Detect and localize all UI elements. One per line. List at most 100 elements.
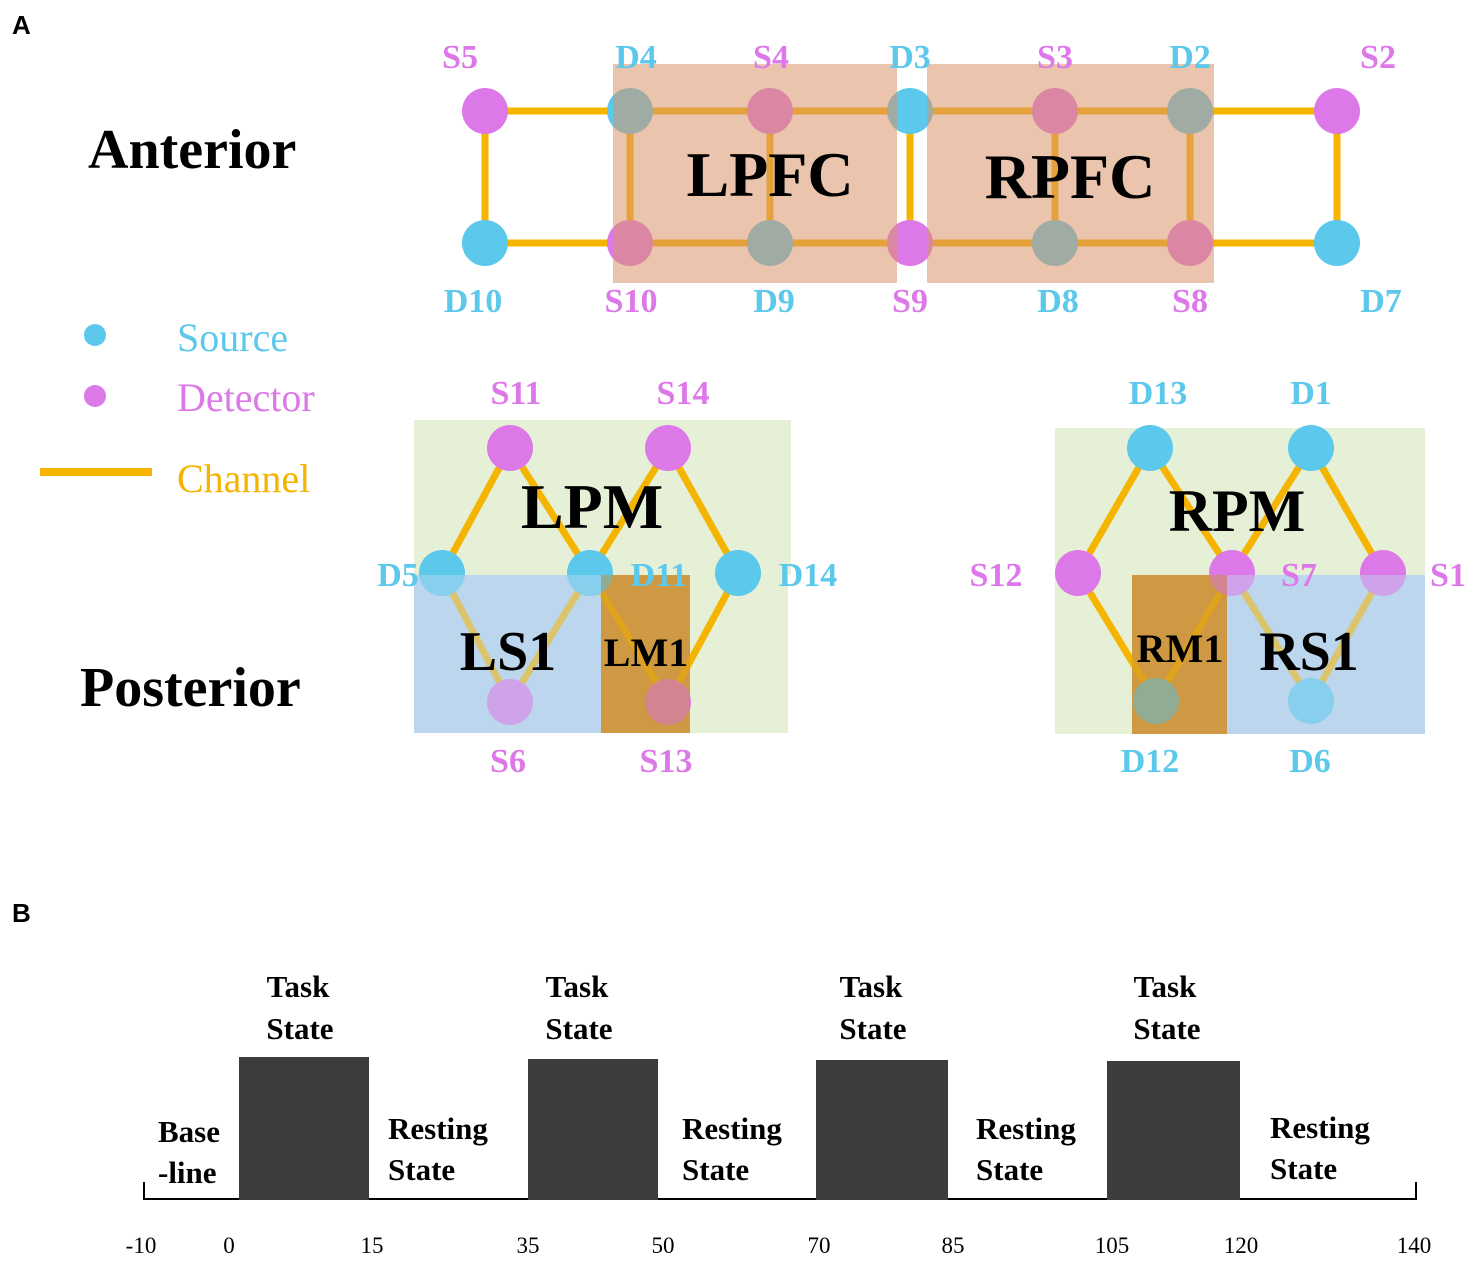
optode-label-S14: S14: [657, 375, 710, 412]
region-ls1-overlay: [414, 575, 601, 733]
channel: [438, 446, 514, 575]
optode-label-S4: S4: [753, 39, 789, 76]
channel: [1229, 571, 1314, 703]
task-block: [528, 1059, 658, 1200]
region-ls1-label: LS1: [460, 621, 557, 683]
tick-label: 105: [1095, 1233, 1130, 1258]
legend-detector-marker: [84, 385, 106, 407]
optode-D10: [462, 220, 508, 266]
optode-label-S8: S8: [1172, 283, 1208, 320]
task-state-label-line1: Task: [267, 969, 330, 1004]
optode-D14: [715, 550, 761, 596]
resting-state-label-line2: State: [976, 1152, 1043, 1187]
posterior-left-montage: LPM LS1 LM1 S11 S14 D5 D11 D14 S6 S13: [377, 375, 837, 780]
legend-source-marker: [84, 324, 106, 346]
optode-S6: [487, 679, 533, 725]
task-state-label-line1: Task: [546, 969, 609, 1004]
optode-D6: [1288, 678, 1334, 724]
optode-label-D2: D2: [1169, 39, 1211, 76]
anterior-optode-labels: S5 D4 S4 D3 S3 D2 S2 D10 S10 D9 S9 D8 S8…: [442, 39, 1402, 320]
optode-label-D12: D12: [1121, 743, 1180, 780]
region-rm1-overlay: [1132, 575, 1227, 734]
task-block: [816, 1060, 948, 1200]
resting-state-label-line1: Resting: [388, 1111, 488, 1146]
tick-label: 50: [652, 1233, 675, 1258]
optode-S2: [1314, 88, 1360, 134]
channel: [587, 446, 671, 575]
optode-D13: [1127, 425, 1173, 471]
optode-label-D9: D9: [753, 283, 795, 320]
region-lm1-label: LM1: [604, 630, 688, 675]
task-block: [239, 1057, 369, 1200]
task-state-label-line2: State: [266, 1011, 333, 1046]
task-state-label-line1: Task: [840, 969, 903, 1004]
optode-D3: [887, 88, 933, 134]
optode-S14: [645, 425, 691, 471]
optode-label-D3: D3: [889, 39, 931, 76]
tick-label: -10: [126, 1233, 157, 1258]
optode-label-D8: D8: [1037, 283, 1079, 320]
task-state-label-line1: Task: [1134, 969, 1197, 1004]
task-block: [1107, 1061, 1240, 1200]
channel: [438, 571, 514, 704]
optode-S1: [1360, 550, 1406, 596]
baseline-label-line1: Base: [158, 1114, 220, 1149]
region-rm1-label: RM1: [1137, 626, 1224, 671]
legend-detector-label: Detector: [177, 375, 315, 420]
channel: [1074, 446, 1154, 575]
task-state-label-line2: State: [839, 1011, 906, 1046]
channel: [1229, 446, 1314, 575]
optode-S12: [1055, 550, 1101, 596]
baseline-segment: [143, 1182, 239, 1200]
optode-label-D14: D14: [779, 557, 838, 594]
optode-D7: [1314, 220, 1360, 266]
resting-state-label-line2: State: [682, 1152, 749, 1187]
optode-label-S3: S3: [1037, 39, 1073, 76]
tick-label: 120: [1224, 1233, 1259, 1258]
tick-label: 15: [361, 1233, 384, 1258]
optode-label-S10: S10: [605, 283, 658, 320]
channel: [507, 571, 593, 704]
region-rs1-overlay: [1227, 575, 1425, 734]
region-lpm-label: LPM: [521, 471, 663, 542]
rest-segment: [1240, 1182, 1417, 1200]
tick-label: 35: [517, 1233, 540, 1258]
optode-label-D5: D5: [377, 557, 419, 594]
optode-S9: [887, 220, 933, 266]
optode-label-D10: D10: [444, 283, 503, 320]
resting-state-label-line1: Resting: [1270, 1110, 1370, 1145]
task-state-label-line2: State: [1133, 1011, 1200, 1046]
region-lm1-overlay: [601, 575, 690, 733]
optode-label-S12: S12: [970, 557, 1023, 594]
legend-source-label: Source: [177, 315, 288, 360]
baseline-label-line2: -line: [158, 1155, 217, 1190]
optode-label-D7: D7: [1360, 283, 1402, 320]
region-rpfc: [927, 64, 1214, 283]
posterior-right-montage: RPM RM1 RS1 D13 D1 S12 S7 S1 D12 D6: [970, 375, 1466, 780]
optode-label-D6: D6: [1289, 743, 1331, 780]
channel: [1147, 446, 1235, 575]
optode-S11: [487, 425, 533, 471]
optode-label-S11: S11: [490, 375, 541, 412]
resting-state-label-line2: State: [388, 1152, 455, 1187]
channel: [664, 446, 742, 575]
region-rpfc-label: RPFC: [985, 141, 1156, 212]
tick-label: 140: [1397, 1233, 1432, 1258]
optode-D5: [419, 550, 465, 596]
optode-label-S9: S9: [892, 283, 928, 320]
task-state-label-line2: State: [545, 1011, 612, 1046]
channel: [1307, 571, 1387, 703]
posterior-heading: Posterior: [80, 657, 301, 719]
panel-a-letter: A: [12, 10, 31, 40]
optode-label-S2: S2: [1360, 39, 1396, 76]
timeline-tick-labels: -10 0 15 35 50 70 85 105 120 140: [126, 1233, 1432, 1258]
timeline-baseline: [143, 1182, 1417, 1200]
optode-label-S13: S13: [640, 743, 693, 780]
tick-label: 0: [223, 1233, 235, 1258]
optode-S5: [462, 88, 508, 134]
tick-label: 85: [942, 1233, 965, 1258]
timeline: Task State Task State Task State Task St…: [126, 969, 1432, 1258]
optode-label-D13: D13: [1129, 375, 1188, 412]
legend: Source Detector Channel: [40, 315, 315, 501]
